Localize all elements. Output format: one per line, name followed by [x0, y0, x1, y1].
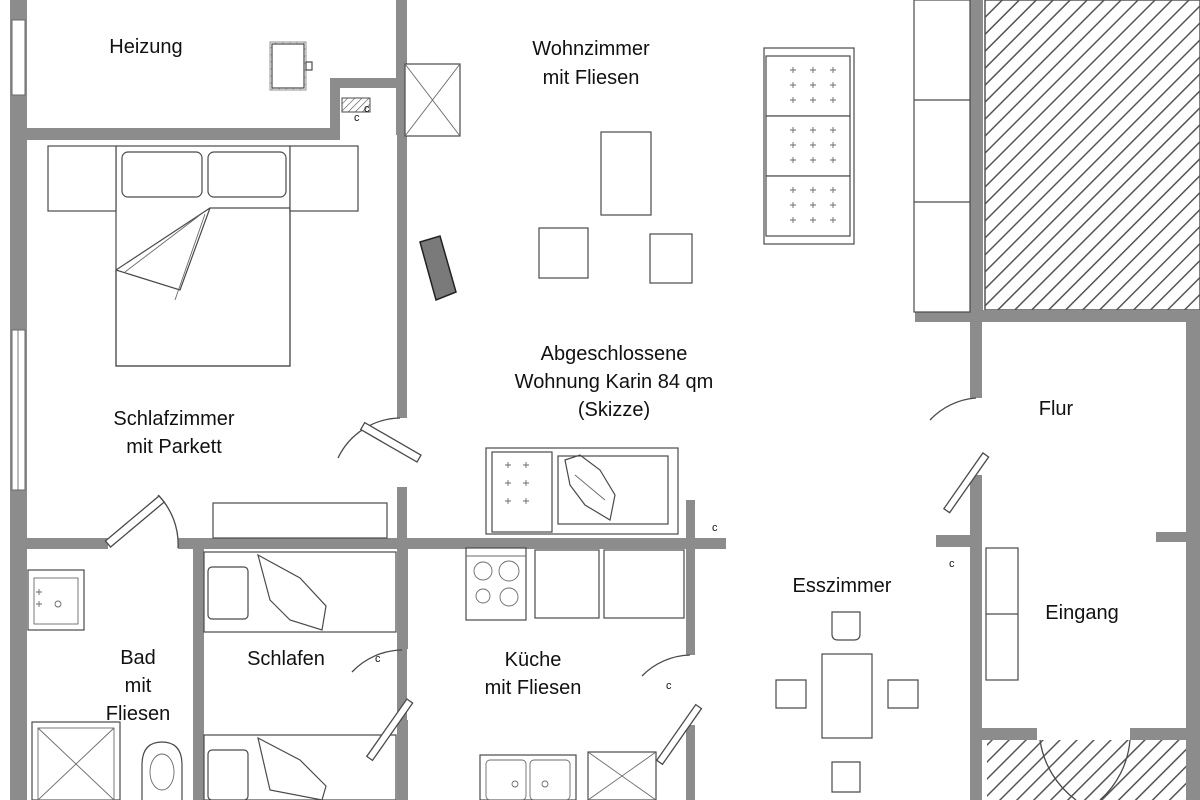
label-kueche-2: mit Fliesen	[485, 677, 582, 699]
stairwell-box	[404, 63, 461, 137]
dining-chairs	[775, 611, 919, 793]
label-bad-3: Fliesen	[106, 703, 170, 725]
svg-text:c: c	[375, 653, 381, 665]
sofa-bed	[485, 447, 679, 535]
double-bed	[115, 145, 291, 367]
svg-text:c: c	[712, 522, 718, 534]
shower-icon	[31, 721, 121, 800]
label-esszimmer: Esszimmer	[793, 575, 892, 597]
label-flur: Flur	[1039, 398, 1074, 420]
balcony-bottom-right	[987, 740, 1200, 800]
nightstand-right	[289, 145, 359, 212]
wardrobe-entrance	[985, 547, 1019, 681]
title-line-1: Abgeschlossene	[541, 343, 688, 365]
toilet-icon	[141, 741, 183, 800]
label-kueche-1: Küche	[505, 649, 562, 671]
title-line-2: Wohnung Karin 84 qm	[515, 371, 714, 393]
sofa-living-room	[763, 47, 855, 245]
label-schlafzimmer-1: Schlafzimmer	[113, 408, 234, 430]
label-schlafen: Schlafen	[247, 648, 325, 670]
svg-text:c: c	[364, 103, 370, 115]
walls	[10, 0, 1200, 800]
c-markers: c c c c c c	[354, 103, 955, 692]
single-bed-bottom	[203, 734, 397, 800]
label-wohnzimmer-1: Wohnzimmer	[532, 38, 650, 60]
nightstand-left	[47, 145, 117, 212]
title-line-3: (Skizze)	[578, 399, 650, 421]
kitchen-cabinet-1	[534, 549, 600, 619]
wardrobe-living-room	[913, 0, 971, 313]
stove-icon	[465, 547, 527, 621]
heating-unit	[269, 41, 313, 91]
kitchen-sink-icon	[479, 754, 577, 800]
label-wohnzimmer-2: mit Fliesen	[543, 67, 640, 89]
svg-text:c: c	[949, 558, 955, 570]
chimney	[341, 97, 371, 113]
label-bad-1: Bad	[120, 647, 156, 669]
doors	[104, 397, 1131, 800]
kitchen-cabinet-2	[603, 549, 685, 619]
label-eingang: Eingang	[1045, 602, 1118, 624]
label-schlafzimmer-2: mit Parkett	[126, 436, 222, 458]
dresser	[212, 502, 388, 539]
svg-text:c: c	[666, 680, 672, 692]
label-bad-2: mit	[125, 675, 152, 697]
dishwasher-icon	[587, 751, 657, 800]
tv-icon	[419, 235, 457, 302]
armchair-left	[538, 227, 589, 279]
single-bed-top	[203, 551, 397, 633]
label-heizung: Heizung	[109, 36, 182, 58]
svg-text:c: c	[354, 112, 360, 124]
windows	[11, 19, 26, 491]
balcony-top-right	[984, 0, 1200, 311]
coffee-table	[600, 131, 652, 216]
washbasin-icon	[27, 569, 85, 631]
armchair-right	[649, 233, 693, 284]
dining-table	[821, 653, 873, 739]
